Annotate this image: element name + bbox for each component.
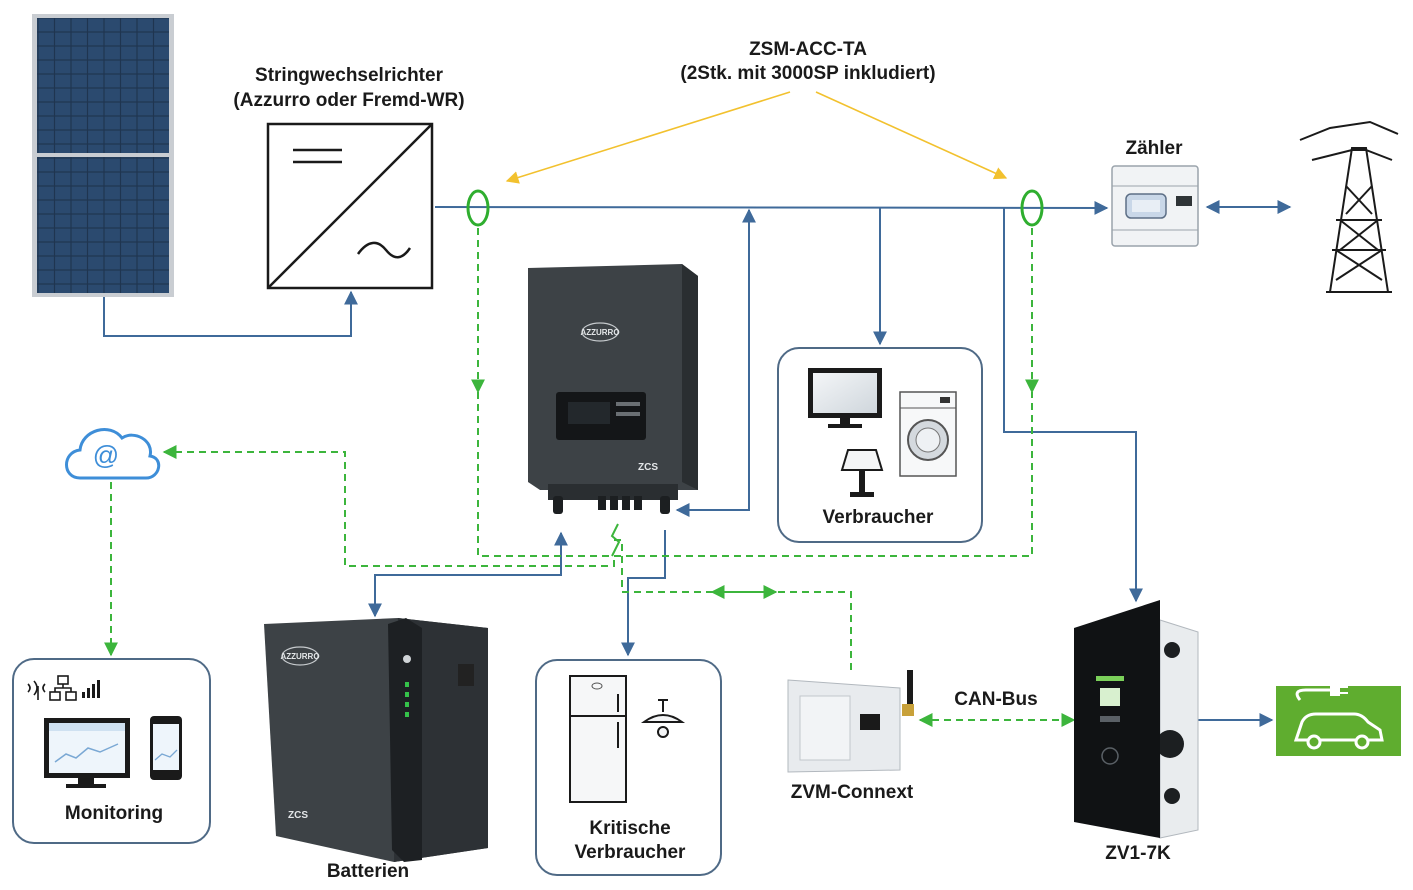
batterien-label: Batterien	[326, 861, 410, 882]
solar-panel-icon	[32, 14, 174, 297]
stringwechselrichter-sublabel: (Azzurro oder Fremd-WR)	[233, 90, 465, 111]
current-clamp-icon	[466, 189, 490, 227]
line-to-kritische	[621, 530, 666, 657]
data-lines	[104, 228, 1076, 727]
stringwechselrichter-label: Stringwechselrichter	[255, 65, 443, 86]
network-icon	[49, 675, 77, 701]
kritische-label-line2: Verbraucher	[574, 842, 686, 863]
line-panel-to-inverter	[103, 290, 358, 337]
tv-icon	[808, 368, 882, 428]
ev-car-icon	[1276, 684, 1401, 756]
monitor-icon	[44, 718, 130, 788]
pendant-lamp-icon	[640, 699, 686, 738]
power-lines	[103, 200, 1292, 727]
zvm-connext-device	[787, 670, 914, 773]
hybrid-inverter: AZZURRO ZCS	[528, 264, 698, 514]
zvm-connext-label: ZVM-Connext	[790, 782, 914, 803]
lamp-icon	[840, 449, 884, 497]
battery-zcs-text: ZCS	[288, 810, 308, 821]
meter-icon	[1111, 165, 1199, 247]
wifi-icon	[27, 680, 46, 700]
signal-icon	[82, 680, 100, 698]
washing-machine-icon	[899, 391, 957, 477]
zsm-title: ZSM-ACC-TA	[749, 39, 867, 60]
line-to-ev-charger	[1003, 208, 1143, 603]
phone-icon	[150, 716, 182, 780]
inverter-zcs-text: ZCS	[638, 462, 658, 473]
line-inverter-battery	[368, 531, 568, 618]
can-bus-label: CAN-Bus	[954, 689, 1038, 710]
verbraucher-label: Verbraucher	[822, 507, 934, 528]
main-ac-bus	[434, 200, 1109, 215]
current-clamp-icon	[1020, 189, 1044, 227]
monitoring-label: Monitoring	[64, 803, 164, 824]
comm-zigzag	[610, 523, 621, 557]
ct-indicator-arrows	[505, 91, 1008, 184]
zaehler-label: Zähler	[1125, 138, 1183, 159]
inverter-to-cloud	[162, 445, 615, 567]
zv1-7k-label: ZV1-7K	[1105, 843, 1171, 864]
battery-brand-text: AZZURRO	[280, 652, 319, 661]
ev-charger-device	[1074, 600, 1199, 839]
zvm-loop	[614, 539, 852, 670]
inverter-symbol-icon	[266, 122, 434, 290]
pylon-icon	[1299, 120, 1399, 293]
kritische-label-line1: Kritische	[589, 818, 671, 839]
battery-unit: AZZURRO ZCS	[264, 618, 488, 862]
inverter-brand-text: AZZURRO	[580, 328, 619, 337]
line-inverter-to-bus	[675, 208, 756, 517]
cloud-at-symbol: @	[93, 440, 119, 470]
zsm-subtitle: (2Stk. mit 3000SP inkludiert)	[680, 63, 936, 84]
cloud-icon: @	[65, 428, 161, 480]
fridge-icon	[569, 675, 627, 803]
